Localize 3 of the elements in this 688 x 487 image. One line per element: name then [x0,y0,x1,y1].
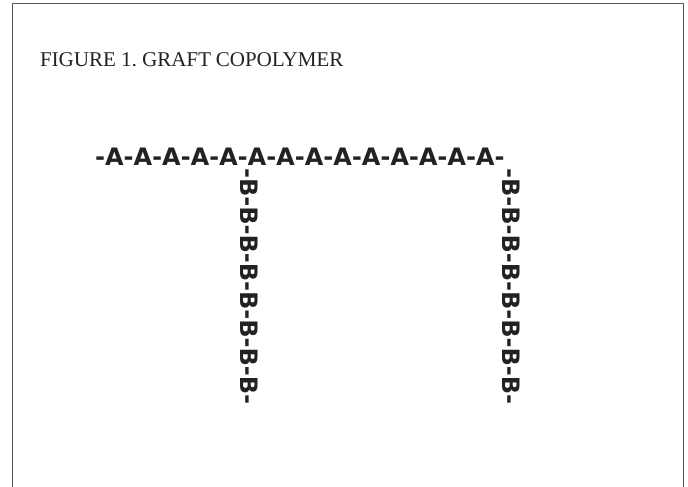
figure-title: FIGURE 1. GRAFT COPOLYMER [40,47,344,72]
side-chain-text: -B-B-B-B-B-B-B-B- [496,168,524,404]
side-chain-text: -B-B-B-B-B-B-B-B- [234,168,262,404]
